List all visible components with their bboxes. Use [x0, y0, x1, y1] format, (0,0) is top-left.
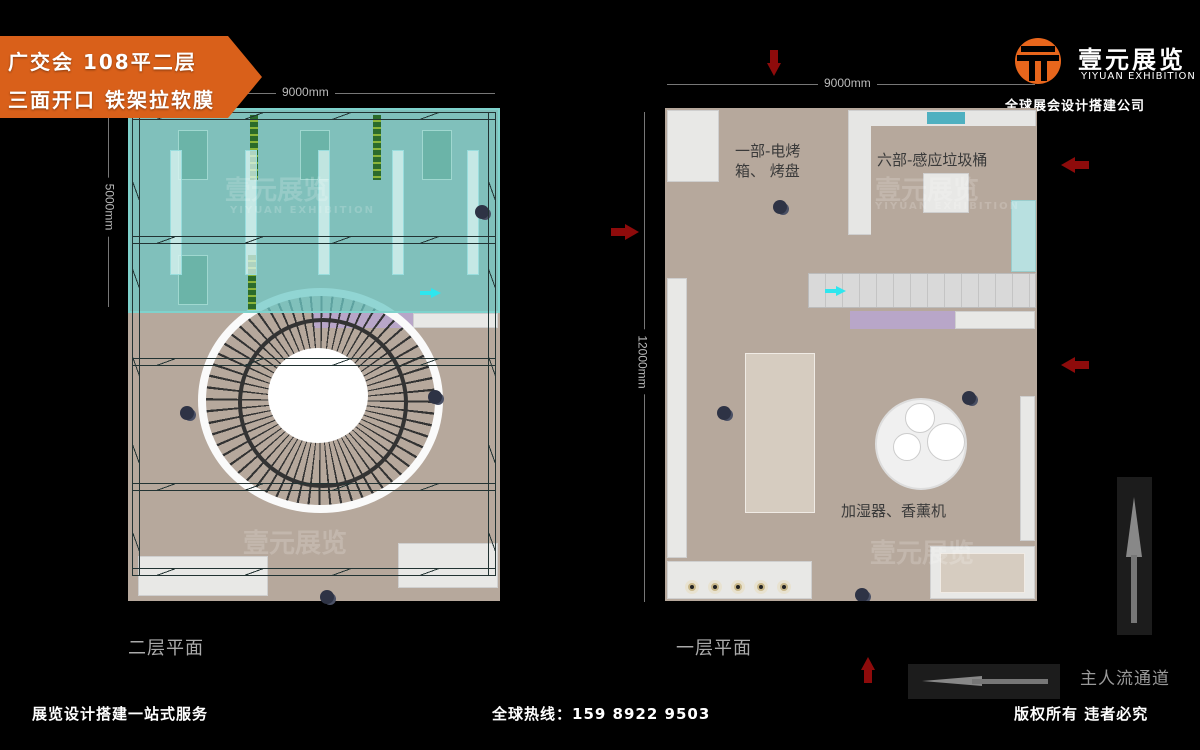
north-arrow-icon — [1117, 477, 1152, 635]
mezzanine-soft-film-ceiling: 壹元展览 YIYUAN EXHIBITION — [128, 108, 500, 313]
visitor-figure — [962, 391, 976, 405]
footer-copyright-text: 版权所有 违者必究 — [1014, 705, 1149, 723]
visitor-figure — [855, 588, 869, 601]
floor1-caption: 一层平面 — [676, 638, 752, 659]
cyan-direction-arrow-icon — [825, 286, 847, 296]
floor2-width-label: 9000mm — [276, 85, 335, 99]
floor2-caption: 二层平面 — [128, 638, 204, 659]
zone-label-sensor-bin: 六部-感应垃圾桶 — [877, 151, 988, 169]
visitor-figure — [320, 590, 334, 604]
footer-service-text: 展览设计搭建一站式服务 — [32, 705, 209, 723]
entry-arrow-right-icon — [611, 224, 639, 240]
watermark-cn: 壹元展览 — [225, 176, 330, 206]
floor2-plan: 壹元展览 YIYUAN EXHIBITION 壹元展览 — [128, 108, 500, 601]
logo-mark-icon — [1015, 38, 1061, 84]
entry-arrow-left-icon — [1061, 357, 1089, 373]
watermark-cn: 壹元展览 — [243, 529, 348, 559]
escalator-stairs — [808, 273, 1036, 308]
entry-arrow-down-icon — [767, 50, 781, 76]
visitor-figure — [717, 406, 731, 420]
footer-hotline-text: 全球热线：159 8922 9503 — [492, 705, 711, 723]
visitor-figure — [773, 200, 787, 214]
visitor-figure — [428, 390, 442, 404]
watermark-cn: 壹元展览 — [870, 539, 975, 569]
zone-label-oven-line2: 箱、 烤盘 — [735, 162, 800, 180]
company-logo: 壹元展览 YIYUAN EXHIBITION 全球展会设计搭建公司 — [1003, 38, 1196, 114]
entry-arrow-left-icon — [1061, 157, 1089, 173]
logo-tagline: 全球展会设计搭建公司 — [1005, 99, 1146, 114]
watermark-en: YIYUAN EXHIBITION — [875, 201, 1020, 212]
banner-title-line2: 三面开口 铁架拉软膜 — [8, 88, 215, 112]
floor1-depth-label: 12000mm — [635, 329, 650, 395]
floor1-width-label: 9000mm — [818, 76, 877, 90]
logo-name-cn: 壹元展览 — [1078, 46, 1186, 74]
visitor-figure — [180, 406, 194, 420]
title-banner: 广交会 108平二层 三面开口 铁架拉软膜 — [0, 36, 262, 118]
flow-arrow-left-icon — [908, 664, 1060, 699]
watermark-en: YIYUAN EXHIBITION — [230, 205, 375, 216]
main-flow-legend-label: 主人流通道 — [1080, 669, 1170, 689]
cyan-direction-arrow-icon — [420, 288, 442, 298]
floor2-depth-label: 5000mm — [102, 177, 117, 237]
visitor-figure — [475, 205, 489, 219]
entry-arrow-up-icon — [861, 657, 875, 683]
zone-label-humidifier: 加湿器、香薰机 — [841, 502, 947, 520]
display-counter — [745, 353, 815, 513]
logo-name-en: YIYUAN EXHIBITION — [1081, 71, 1196, 82]
floor1-plan: 一部-电烤 箱、 烤盘 六部-感应垃圾桶 加湿器、香薰机 壹元展览 YIYUAN… — [665, 108, 1037, 601]
banner-title-line1: 广交会 108平二层 — [8, 50, 197, 74]
watermark-cn: 壹元展览 — [875, 176, 980, 206]
zone-label-oven: 一部-电烤 — [735, 142, 801, 160]
